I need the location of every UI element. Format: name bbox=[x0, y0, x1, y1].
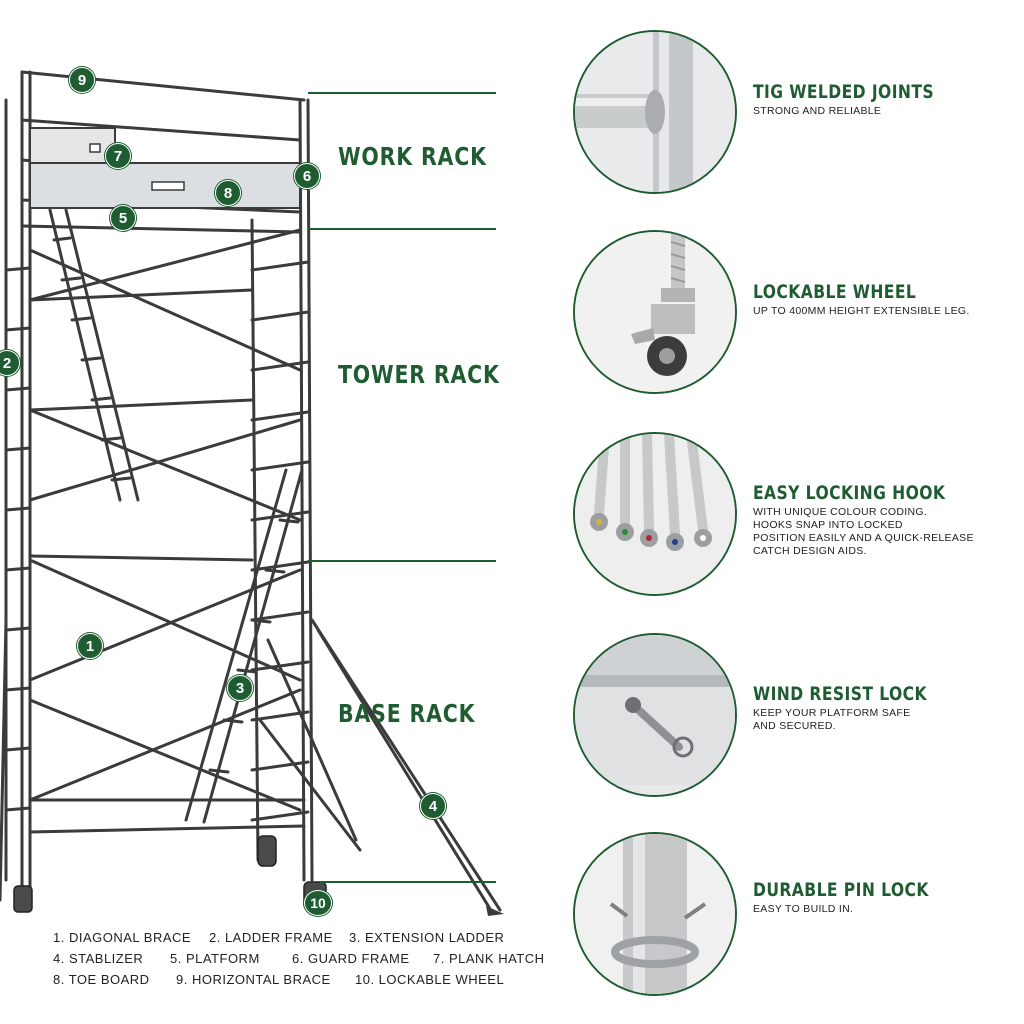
pin-lock-photo bbox=[573, 832, 737, 996]
callout-2: 2 bbox=[0, 350, 20, 376]
feature-title-pinlock: DURABLE PIN LOCK bbox=[753, 879, 929, 901]
feature-title-wheel: LOCKABLE WHEEL bbox=[753, 281, 917, 303]
scaffold-tower-illustration bbox=[0, 70, 504, 916]
feature-desc-windlock-1: KEEP YOUR PLATFORM SAFE bbox=[753, 707, 911, 719]
callout-10: 10 bbox=[304, 890, 332, 916]
callout-3: 3 bbox=[227, 675, 253, 701]
base-rack-label: BASE RACK bbox=[338, 699, 476, 728]
legend-item-2: 2. LADDER FRAME bbox=[209, 930, 333, 945]
legend-item-5: 5. PLATFORM bbox=[170, 951, 260, 966]
feature-desc-wheel: UP TO 400MM HEIGHT EXTENSIBLE LEG. bbox=[753, 305, 970, 317]
base-rack-bottom-line bbox=[320, 881, 496, 883]
feature-desc-hook-3: POSITION EASILY AND A QUICK-RELEASE bbox=[753, 532, 974, 544]
work-rack-bottom-line bbox=[308, 228, 496, 230]
work-rack-label: WORK RACK bbox=[338, 142, 487, 171]
callout-4: 4 bbox=[420, 793, 446, 819]
feature-title-windlock: WIND RESIST LOCK bbox=[753, 683, 927, 705]
work-rack-top-line bbox=[308, 92, 496, 94]
wind-lock-photo bbox=[573, 633, 737, 797]
callout-8: 8 bbox=[215, 180, 241, 206]
legend-item-6: 6. GUARD FRAME bbox=[292, 951, 410, 966]
callout-1: 1 bbox=[77, 633, 103, 659]
callout-7: 7 bbox=[105, 143, 131, 169]
callout-9: 9 bbox=[69, 67, 95, 93]
legend-item-4: 4. STABLIZER bbox=[53, 951, 144, 966]
feature-desc-hook-2: HOOKS SNAP INTO LOCKED bbox=[753, 519, 903, 531]
legend-item-1: 1. DIAGONAL BRACE bbox=[53, 930, 192, 945]
feature-title-hook: EASY LOCKING HOOK bbox=[753, 482, 946, 504]
feature-desc-hook-4: CATCH DESIGN AIDS. bbox=[753, 545, 867, 557]
legend-item-7: 7. PLANK HATCH bbox=[433, 951, 545, 966]
locking-hook-photo bbox=[573, 432, 737, 596]
feature-desc-windlock-2: AND SECURED. bbox=[753, 720, 836, 732]
feature-desc-hook-1: WITH UNIQUE COLOUR CODING. bbox=[753, 506, 928, 518]
tower-rack-label: TOWER RACK bbox=[338, 360, 500, 389]
feature-desc-pinlock: EASY TO BUILD IN. bbox=[753, 903, 854, 915]
legend-item-8: 8. TOE BOARD bbox=[53, 972, 150, 987]
legend-item-3: 3. EXTENSION LADDER bbox=[349, 930, 505, 945]
callout-5: 5 bbox=[110, 205, 136, 231]
legend-item-9: 9. HORIZONTAL BRACE bbox=[176, 972, 331, 987]
feature-title-welded: TIG WELDED JOINTS bbox=[753, 81, 935, 103]
welded-joint-photo bbox=[573, 30, 737, 194]
lockable-wheel-photo bbox=[573, 230, 737, 394]
callout-6: 6 bbox=[294, 163, 320, 189]
feature-desc-welded: STRONG AND RELIABLE bbox=[753, 105, 882, 117]
legend-item-10: 10. LOCKABLE WHEEL bbox=[355, 972, 505, 987]
tower-rack-bottom-line bbox=[308, 560, 496, 562]
